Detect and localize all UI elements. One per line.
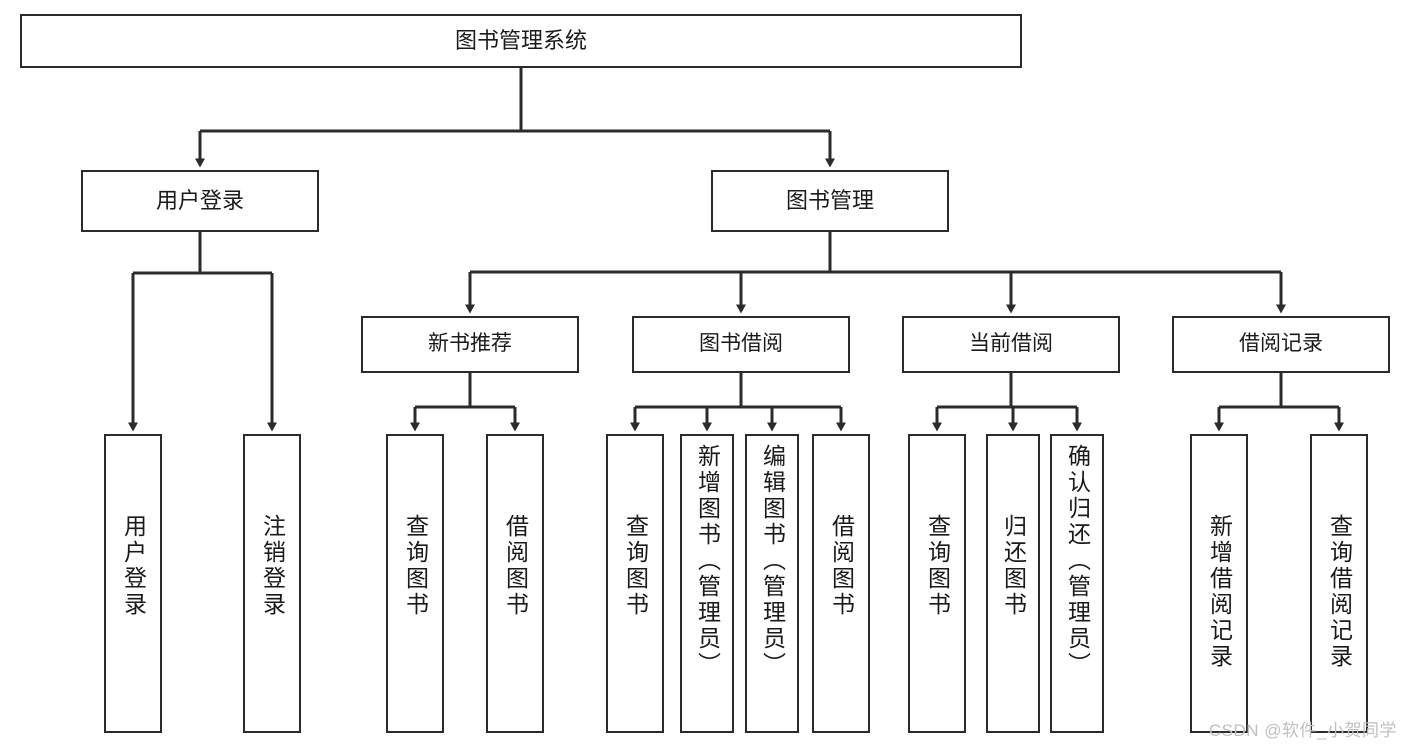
node-label: 查询借阅记录	[1326, 514, 1353, 670]
node-leaf-query-book-recommend[interactable]: 查询图书	[386, 434, 444, 733]
node-label: 当前借阅	[969, 332, 1053, 356]
node-label: 新书推荐	[428, 332, 512, 356]
node-label: 确认归还（管理员）	[1064, 444, 1091, 678]
node-book-manage[interactable]: 图书管理	[711, 170, 949, 232]
node-label: 借阅图书	[502, 514, 529, 618]
node-label: 查询图书	[622, 514, 649, 618]
node-leaf-query-book-borrow[interactable]: 查询图书	[606, 434, 664, 733]
node-leaf-borrow-book[interactable]: 借阅图书	[812, 434, 870, 733]
node-leaf-add-borrow-record[interactable]: 新增借阅记录	[1190, 434, 1248, 733]
node-label: 借阅记录	[1239, 332, 1323, 356]
node-borrow-record[interactable]: 借阅记录	[1172, 316, 1390, 373]
csdn-watermark: CSDN @软件_小贺同学	[1208, 721, 1397, 740]
node-leaf-confirm-return-admin[interactable]: 确认归还（管理员）	[1050, 434, 1104, 733]
node-label: 图书借阅	[699, 332, 783, 356]
node-leaf-add-book-admin[interactable]: 新增图书（管理员）	[680, 434, 734, 733]
node-label: 新增借阅记录	[1206, 514, 1233, 670]
node-label: 借阅图书	[828, 514, 855, 618]
node-new-book-recommend[interactable]: 新书推荐	[361, 316, 579, 373]
node-root-system[interactable]: 图书管理系统	[20, 14, 1022, 68]
node-book-borrow[interactable]: 图书借阅	[632, 316, 850, 373]
node-user-login[interactable]: 用户登录	[81, 170, 319, 232]
node-label: 图书管理系统	[454, 28, 587, 54]
node-leaf-query-borrow-record[interactable]: 查询借阅记录	[1310, 434, 1368, 733]
node-current-borrow[interactable]: 当前借阅	[902, 316, 1120, 373]
node-leaf-return-book[interactable]: 归还图书	[986, 434, 1040, 733]
node-label: 查询图书	[402, 514, 429, 618]
node-leaf-logout[interactable]: 注销登录	[243, 434, 301, 733]
node-label: 编辑图书（管理员）	[759, 444, 786, 678]
node-label: 查询图书	[924, 514, 951, 618]
node-label: 归还图书	[1000, 514, 1027, 618]
node-label: 用户登录	[120, 514, 147, 618]
node-leaf-user-login[interactable]: 用户登录	[104, 434, 162, 733]
node-label: 用户登录	[155, 188, 244, 214]
node-label: 注销登录	[259, 514, 286, 618]
node-leaf-edit-book-admin[interactable]: 编辑图书（管理员）	[745, 434, 799, 733]
node-label: 图书管理	[785, 188, 874, 214]
node-label: 新增图书（管理员）	[694, 444, 721, 678]
node-leaf-query-book-current[interactable]: 查询图书	[908, 434, 966, 733]
node-leaf-borrow-book-recommend[interactable]: 借阅图书	[486, 434, 544, 733]
